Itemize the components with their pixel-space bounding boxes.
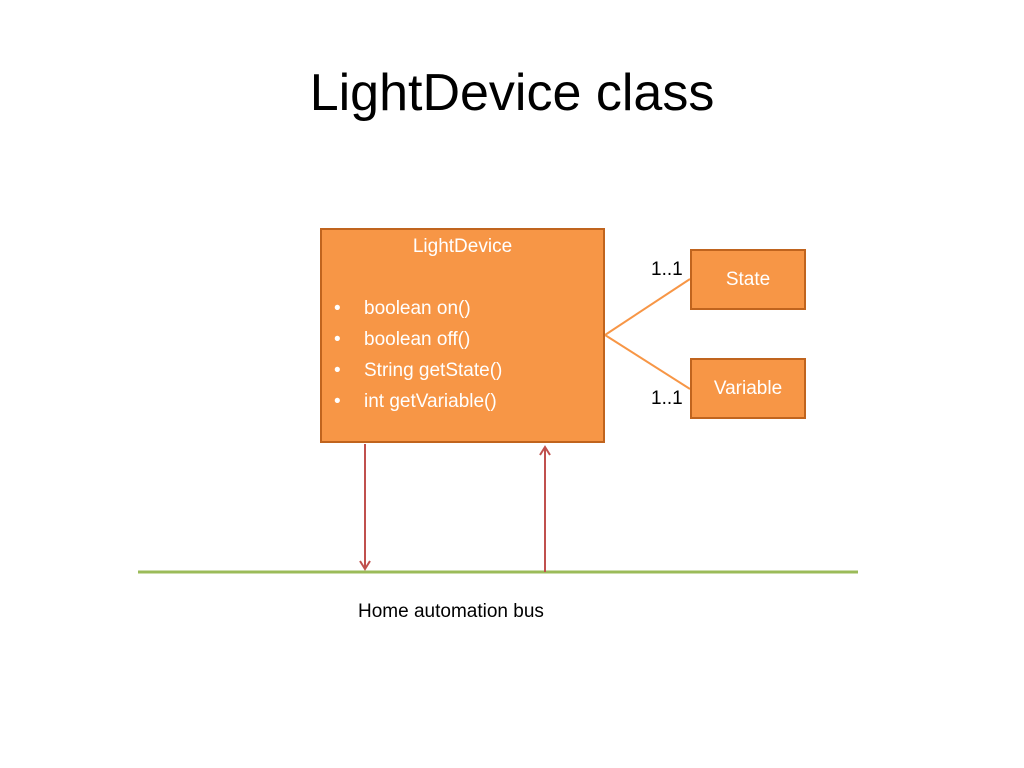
variable-label: Variable xyxy=(713,378,783,399)
method-list: • boolean on() • boolean off() • String … xyxy=(322,297,603,421)
class-name: LightDevice xyxy=(412,236,513,257)
state-multiplicity: 1..1 xyxy=(651,259,683,280)
method-item: • String getState() xyxy=(322,359,603,390)
lightdevice-class-box: LightDevice • boolean on() • boolean off… xyxy=(320,228,605,443)
state-box: State xyxy=(690,249,806,310)
association-line-state xyxy=(604,278,691,336)
variable-box: Variable xyxy=(690,358,806,419)
bullet: • xyxy=(334,329,341,350)
method-label: int getVariable() xyxy=(364,391,497,412)
variable-multiplicity: 1..1 xyxy=(651,388,683,409)
state-label: State xyxy=(725,269,771,290)
bullet: • xyxy=(334,360,341,381)
method-label: boolean on() xyxy=(364,298,471,319)
slide-title: LightDevice class xyxy=(309,64,715,122)
method-item: • boolean on() xyxy=(322,297,603,328)
bullet: • xyxy=(334,298,341,319)
association-line-variable xyxy=(604,334,691,390)
method-item: • boolean off() xyxy=(322,328,603,359)
bus-label: Home automation bus xyxy=(358,601,544,622)
method-label: boolean off() xyxy=(364,329,471,350)
method-item: • int getVariable() xyxy=(322,390,603,421)
method-label: String getState() xyxy=(364,360,503,381)
bullet: • xyxy=(334,391,341,412)
